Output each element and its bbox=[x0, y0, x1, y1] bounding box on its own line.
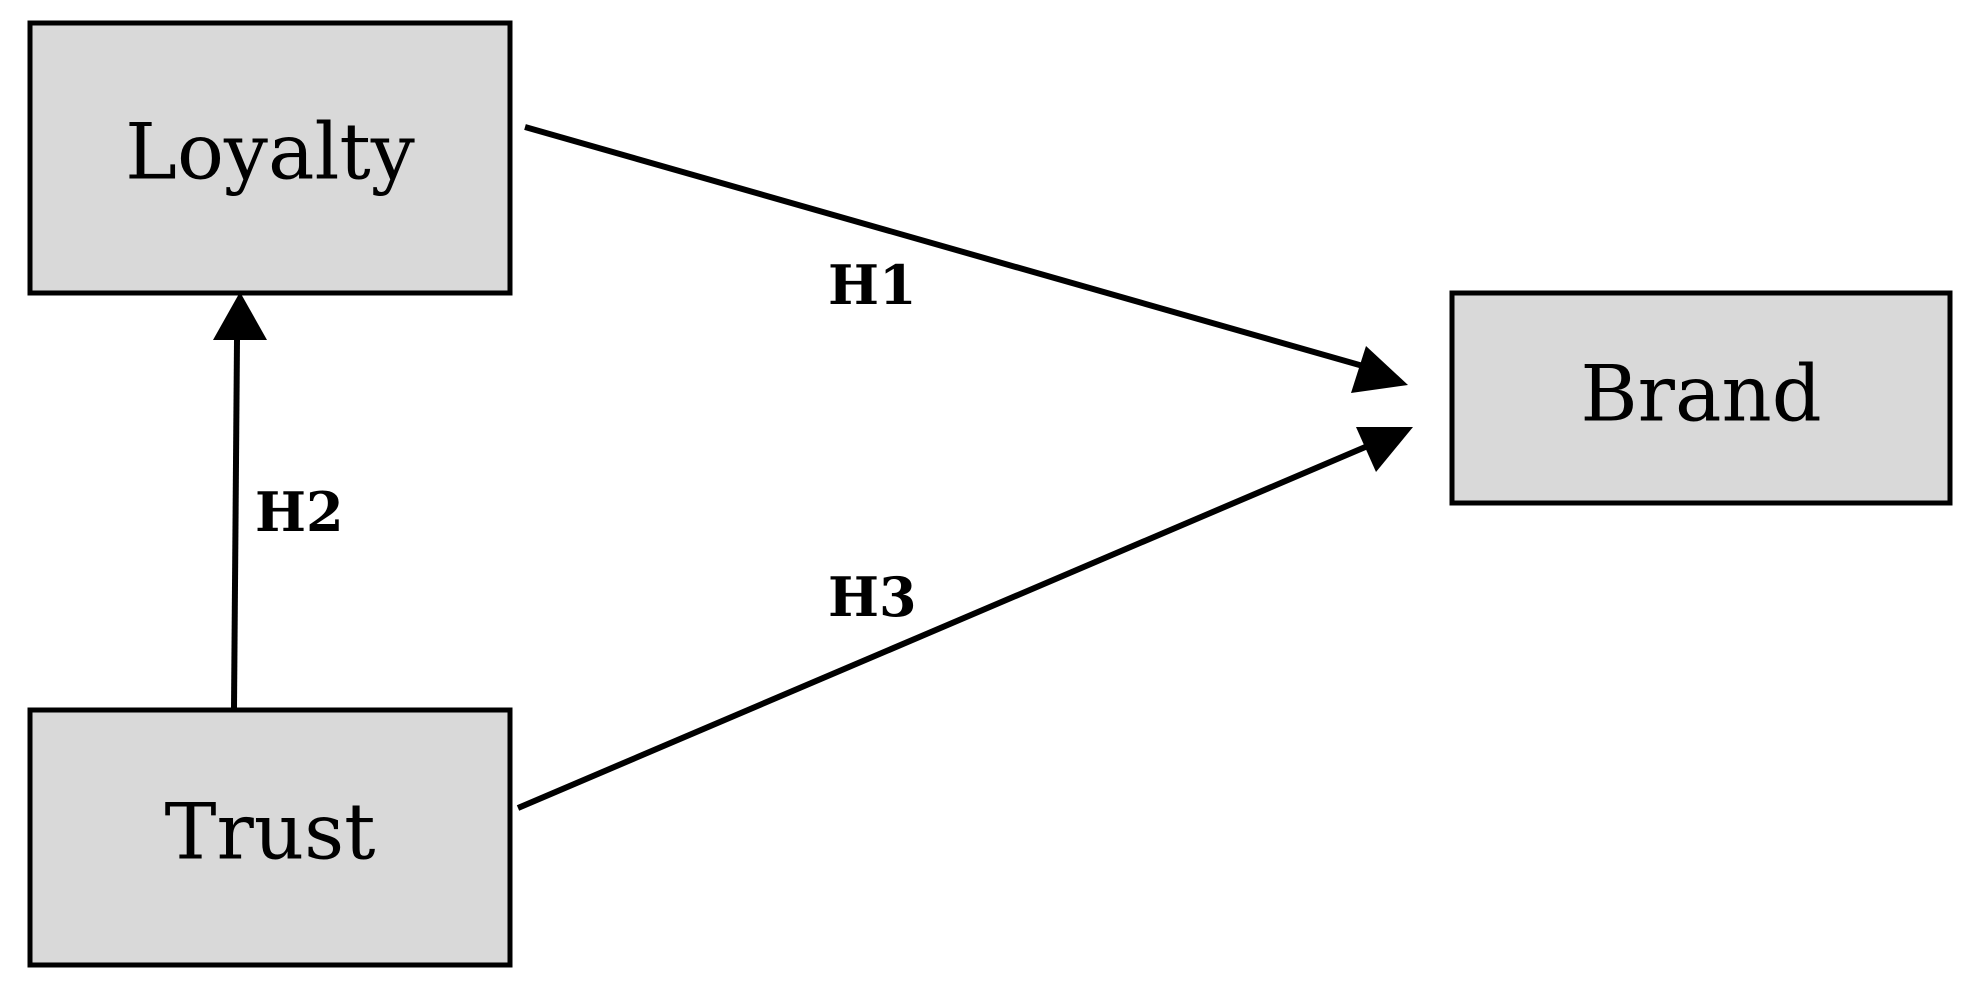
edge-h2: H2 bbox=[213, 292, 344, 709]
node-brand-box bbox=[1449, 290, 1953, 506]
node-trust-label: Trust bbox=[165, 788, 376, 878]
node-trust-box bbox=[27, 707, 513, 968]
node-brand-label: Brand bbox=[1580, 350, 1821, 440]
edge-h3-line bbox=[516, 442, 1372, 811]
edge-h2-line bbox=[231, 339, 240, 709]
node-loyalty: Loyalty bbox=[27, 20, 513, 296]
node-loyalty-label: Loyalty bbox=[125, 108, 415, 198]
edge-h1-arrowhead bbox=[1351, 346, 1408, 393]
edge-h1-line bbox=[524, 124, 1371, 371]
node-trust: Trust bbox=[27, 707, 513, 968]
edge-h3-arrowhead bbox=[1356, 427, 1413, 472]
edge-h1-label: H1 bbox=[828, 253, 917, 317]
edge-h2-arrowhead bbox=[213, 292, 267, 340]
node-brand: Brand bbox=[1449, 290, 1953, 506]
edge-h3-label: H3 bbox=[828, 565, 917, 629]
edge-h1: H1 bbox=[524, 124, 1408, 393]
edge-h2-label: H2 bbox=[255, 480, 344, 544]
edge-h3: H3 bbox=[516, 427, 1413, 811]
node-loyalty-box bbox=[27, 20, 513, 296]
